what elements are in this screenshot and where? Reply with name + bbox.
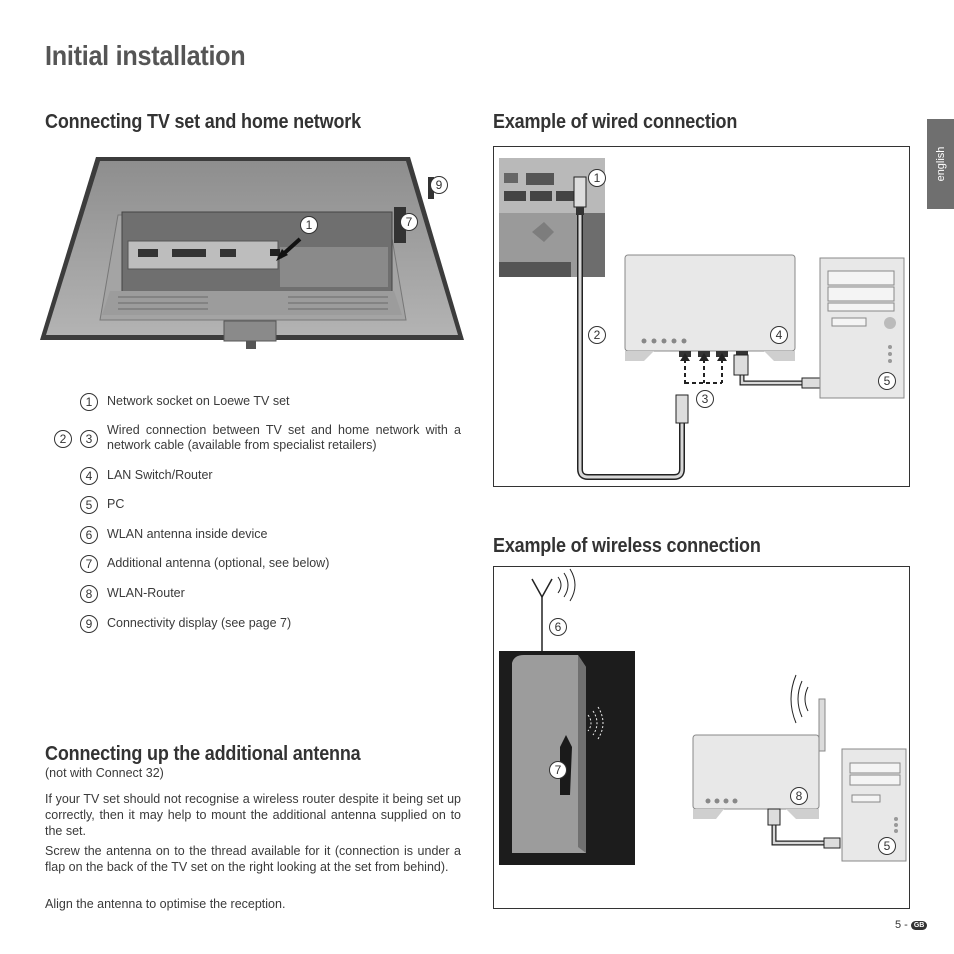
antenna-subtitle: (not with Connect 32) (45, 766, 164, 780)
legend-item: 6 WLAN antenna inside device (45, 526, 461, 544)
legend-item: 9 Connectivity display (see page 7) (45, 615, 461, 633)
antenna-paragraph: Align the antenna to optimise the recept… (45, 897, 286, 911)
callout-4: 4 (770, 326, 788, 344)
legend-item: 2 3 Wired connection between TV set and … (45, 423, 461, 453)
legend-item: 5 PC (45, 496, 461, 514)
callout-5: 5 (878, 837, 896, 855)
legend-number: 3 (80, 430, 98, 448)
heading-connecting: Connecting TV set and home network (45, 111, 361, 133)
legend-number: 1 (80, 393, 98, 411)
heading-antenna: Connecting up the additional antenna (45, 743, 361, 765)
callout-6: 6 (549, 618, 567, 636)
wireless-diagram (499, 568, 907, 865)
page-number: 5 - GB (895, 919, 928, 931)
callout-5: 5 (878, 372, 896, 390)
callout-1: 1 (588, 169, 606, 187)
legend-item: 4 LAN Switch/Router (45, 467, 461, 485)
legend-number: 4 (80, 467, 98, 485)
legend-item: 1 Network socket on Loewe TV set (45, 393, 461, 411)
legend-text: Wired connection between TV set and home… (107, 423, 461, 452)
heading-wireless: Example of wireless connection (493, 535, 761, 557)
heading-wired: Example of wired connection (493, 111, 738, 133)
legend-text: WLAN-Router (107, 586, 185, 600)
legend-item: 8 WLAN-Router (45, 585, 461, 603)
legend-text: PC (107, 497, 125, 511)
callout-1: 1 (300, 216, 318, 234)
legend-number: 6 (80, 526, 98, 544)
callout-2: 2 (588, 326, 606, 344)
legend-text: LAN Switch/Router (107, 468, 213, 482)
legend-number: 8 (80, 585, 98, 603)
language-tab: english (927, 119, 954, 209)
legend-number: 2 (54, 430, 72, 448)
callout-3: 3 (696, 390, 714, 408)
tv-back-illustration (40, 157, 464, 349)
legend-number: 7 (80, 555, 98, 573)
legend-text: Additional antenna (optional, see below) (107, 556, 330, 570)
wired-diagram (499, 158, 905, 480)
callout-8: 8 (790, 787, 808, 805)
legend-text: Network socket on Loewe TV set (107, 394, 290, 408)
language-tab-label: english (934, 146, 947, 182)
country-badge: GB (910, 920, 928, 930)
callout-7: 7 (400, 213, 418, 231)
legend-number: 9 (80, 615, 98, 633)
legend-text: Connectivity display (see page 7) (107, 616, 292, 630)
page-number-text: 5 - (895, 919, 908, 931)
legend-text: WLAN antenna inside device (107, 527, 268, 541)
callout-9: 9 (430, 176, 448, 194)
legend-number: 5 (80, 496, 98, 514)
callout-7: 7 (549, 761, 567, 779)
page-title: Initial installation (45, 40, 246, 71)
antenna-paragraph: Screw the antenna on to the thread avail… (45, 844, 461, 874)
legend-item: 7 Additional antenna (optional, see belo… (45, 555, 461, 573)
wired-diagram-box: 1 2 4 3 5 (493, 146, 910, 487)
wireless-diagram-box: 6 7 8 5 (493, 566, 910, 909)
antenna-paragraph: If your TV set should not recognise a wi… (45, 792, 461, 838)
